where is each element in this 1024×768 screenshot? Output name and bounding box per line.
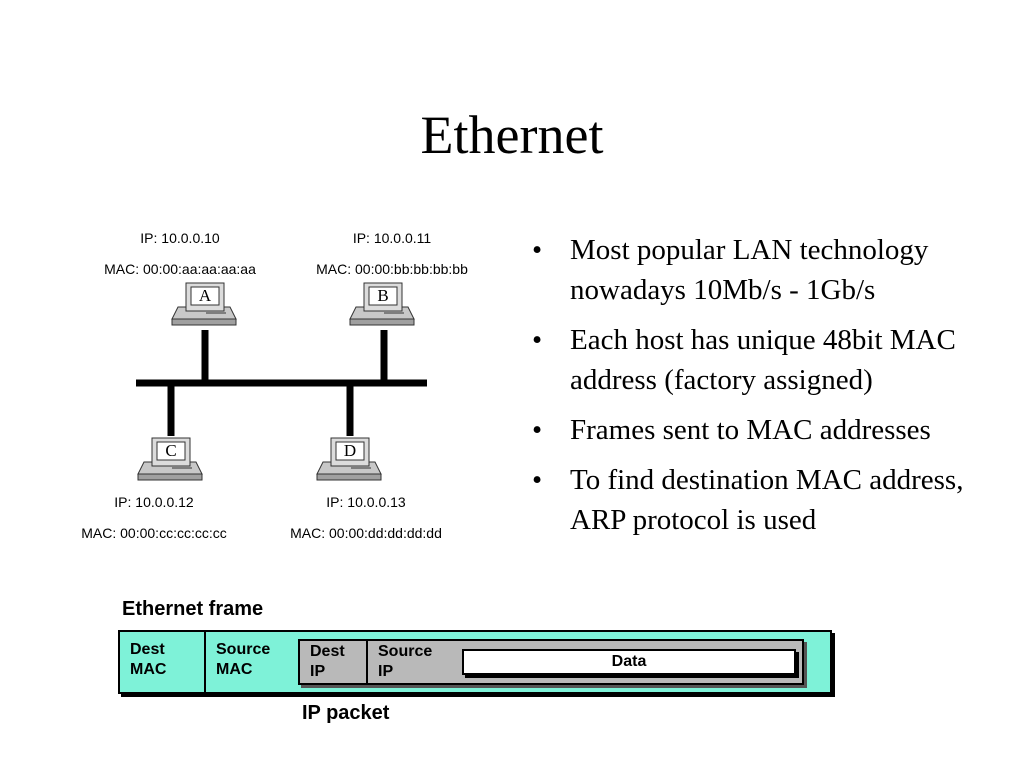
dest-ip-line2: IP xyxy=(310,663,326,680)
dest-mac-field: Dest MAC xyxy=(120,632,206,692)
host-d-letter: D xyxy=(344,441,356,460)
dest-ip-line1: Dest xyxy=(310,643,345,660)
host-b-letter: B xyxy=(377,286,388,305)
ip-packet: Dest IP Source IP Data xyxy=(298,639,804,685)
host-d-ip: IP: 10.0.0.13 xyxy=(326,494,406,510)
bullet-item: Frames sent to MAC addresses xyxy=(530,410,1020,450)
source-mac-field: Source MAC xyxy=(206,632,300,692)
bullet-item: Each host has unique 48bit MAC address (… xyxy=(530,320,1020,400)
computer-icon-b: B xyxy=(349,282,415,326)
source-ip-field: Source IP xyxy=(368,641,462,683)
slide-title: Ethernet xyxy=(420,105,604,165)
ethernet-frame-caption: Ethernet frame xyxy=(122,598,264,620)
ip-packet-caption: IP packet xyxy=(302,702,390,724)
bullet-list: Most popular LAN technology nowadays 10M… xyxy=(530,230,1020,550)
source-mac-line2: MAC xyxy=(216,661,253,678)
host-b-ip: IP: 10.0.0.11 xyxy=(352,230,432,246)
host-a-mac: MAC: 00:00:aa:aa:aa:aa xyxy=(104,261,256,277)
host-a-letter: A xyxy=(199,286,212,305)
computer-icon-a: A xyxy=(171,282,237,326)
host-a-ip: IP: 10.0.0.10 xyxy=(140,230,220,246)
dest-mac-line1: Dest xyxy=(130,641,165,658)
source-ip-line1: Source xyxy=(378,643,433,660)
source-ip-line2: IP xyxy=(378,663,394,680)
packet-divider xyxy=(366,641,368,683)
dest-ip-field: Dest IP xyxy=(300,641,368,683)
computer-icon-d: D xyxy=(316,437,382,481)
frame-divider xyxy=(204,632,206,692)
host-c-letter: C xyxy=(165,441,176,460)
dest-mac-line2: MAC xyxy=(130,661,167,678)
computer-icon-c: C xyxy=(137,437,203,481)
host-c-mac: MAC: 00:00:cc:cc:cc:cc xyxy=(81,525,227,541)
host-c-ip: IP: 10.0.0.12 xyxy=(114,494,194,510)
host-d-mac: MAC: 00:00:dd:dd:dd:dd xyxy=(290,525,442,541)
data-field: Data xyxy=(462,649,796,675)
bullet-item: To find destination MAC address, ARP pro… xyxy=(530,460,1020,540)
bullet-item: Most popular LAN technology nowadays 10M… xyxy=(530,230,1020,310)
host-b-mac: MAC: 00:00:bb:bb:bb:bb xyxy=(316,261,468,277)
source-mac-line1: Source xyxy=(216,641,271,658)
